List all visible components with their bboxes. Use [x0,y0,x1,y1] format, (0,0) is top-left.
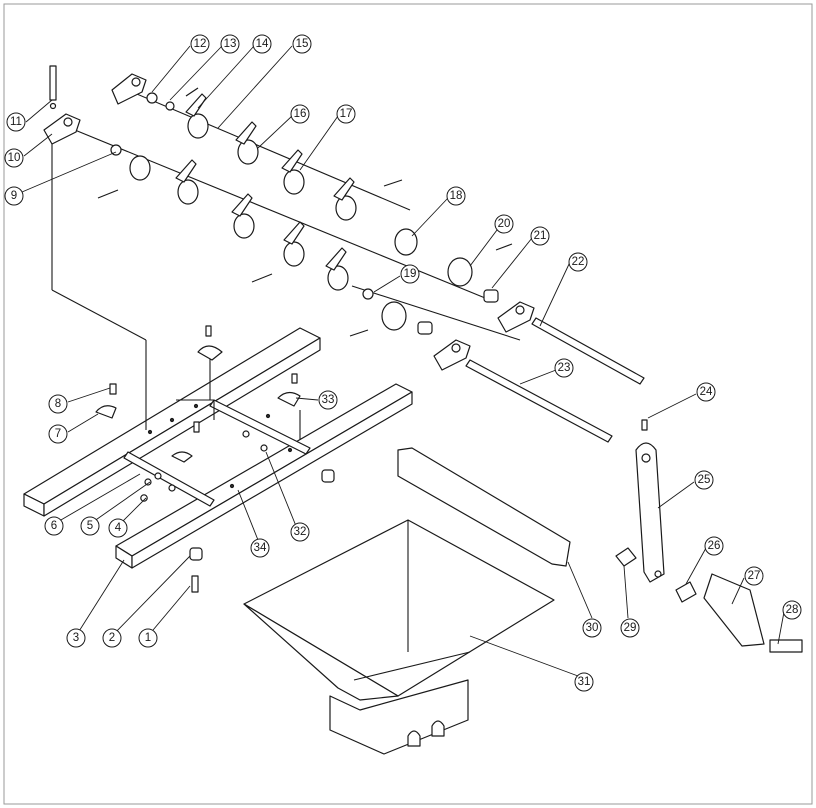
callout-18: 18 [446,186,466,206]
callout-2: 2 [102,628,122,648]
callout-21: 21 [530,226,550,246]
frame-assembly [23,327,413,569]
svg-text:11: 11 [10,116,22,128]
svg-text:9: 9 [11,190,17,202]
svg-text:8: 8 [55,398,61,410]
svg-text:28: 28 [786,604,799,616]
callout-11: 11 [6,112,26,132]
callout-8: 8 [48,394,68,414]
callout-30: 30 [582,618,602,638]
callout-33: 33 [318,390,338,410]
callout-5: 5 [80,516,100,536]
callout-6: 6 [44,516,64,536]
blade-set [175,87,355,271]
callout-32: 32 [290,522,310,542]
svg-text:6: 6 [51,520,57,532]
callout-3: 3 [66,628,86,648]
callout-10: 10 [4,148,24,168]
callout-24: 24 [696,382,716,402]
svg-text:10: 10 [8,152,21,164]
callout-7: 7 [48,424,68,444]
svg-text:13: 13 [224,38,237,50]
svg-text:32: 32 [294,526,307,538]
svg-text:29: 29 [624,622,637,634]
svg-text:23: 23 [558,362,571,374]
svg-text:15: 15 [296,38,309,50]
svg-text:30: 30 [586,622,599,634]
callout-29: 29 [620,618,640,638]
svg-text:26: 26 [708,540,721,552]
svg-text:7: 7 [55,428,61,440]
svg-text:17: 17 [340,108,353,120]
svg-text:33: 33 [322,394,335,406]
frame-hardware [95,325,335,593]
svg-text:18: 18 [450,190,463,202]
callout-27: 27 [744,566,764,586]
callout-19: 19 [400,264,420,284]
hopper-assembly [243,447,571,755]
svg-text:31: 31 [578,676,591,688]
callout-34: 34 [250,538,270,558]
callout-13: 13 [220,34,240,54]
svg-text:16: 16 [294,108,307,120]
callout-17: 17 [336,104,356,124]
svg-text:19: 19 [404,268,417,280]
roller-shaft-assembly [43,65,645,443]
callout-22: 22 [568,252,588,272]
callout-1: 1 [138,628,158,648]
svg-text:12: 12 [194,38,207,50]
svg-text:14: 14 [256,38,269,50]
callout-12: 12 [190,34,210,54]
callout-25: 25 [694,470,714,490]
svg-text:24: 24 [700,386,713,398]
leader-lines [21,45,785,677]
svg-text:22: 22 [572,256,585,268]
svg-text:3: 3 [73,632,79,644]
svg-text:2: 2 [109,632,115,644]
svg-text:34: 34 [254,542,267,554]
svg-text:27: 27 [748,570,761,582]
callout-20: 20 [494,214,514,234]
callout-16: 16 [290,104,310,124]
callout-31: 31 [574,672,594,692]
svg-text:1: 1 [145,632,151,644]
callout-4: 4 [108,518,128,538]
svg-text:25: 25 [698,474,711,486]
callout-23: 23 [554,358,574,378]
callout-26: 26 [704,536,724,556]
callout-28: 28 [782,600,802,620]
svg-text:5: 5 [87,520,93,532]
callout-9: 9 [4,186,24,206]
drawing-border [3,3,813,805]
callout-14: 14 [252,34,272,54]
svg-text:21: 21 [534,230,547,242]
handle-assembly [615,419,803,653]
callout-15: 15 [292,34,312,54]
gear-set [129,113,473,331]
svg-text:4: 4 [115,522,122,534]
svg-text:20: 20 [498,218,511,230]
